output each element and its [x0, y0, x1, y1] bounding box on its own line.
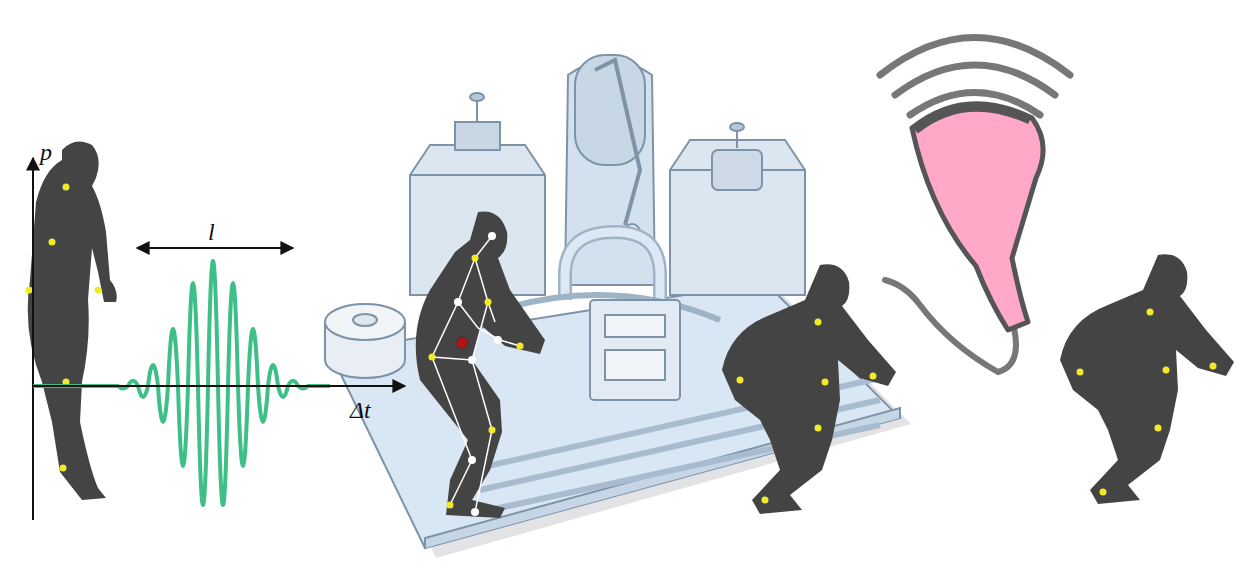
length-arrow	[137, 247, 293, 249]
phantom-machine	[325, 55, 911, 558]
time-axis	[33, 385, 405, 387]
ultrasound-probe	[880, 38, 1070, 373]
axis-label: Δt	[350, 398, 371, 422]
crouching-person	[1060, 254, 1234, 504]
tracked-person	[416, 211, 545, 518]
ultrasound-pulse	[33, 261, 330, 505]
axis-label: p	[40, 140, 52, 164]
standing-person	[26, 141, 117, 500]
crouching-person	[722, 264, 896, 514]
dimension-label: l	[208, 220, 215, 244]
p-axis	[32, 158, 34, 520]
